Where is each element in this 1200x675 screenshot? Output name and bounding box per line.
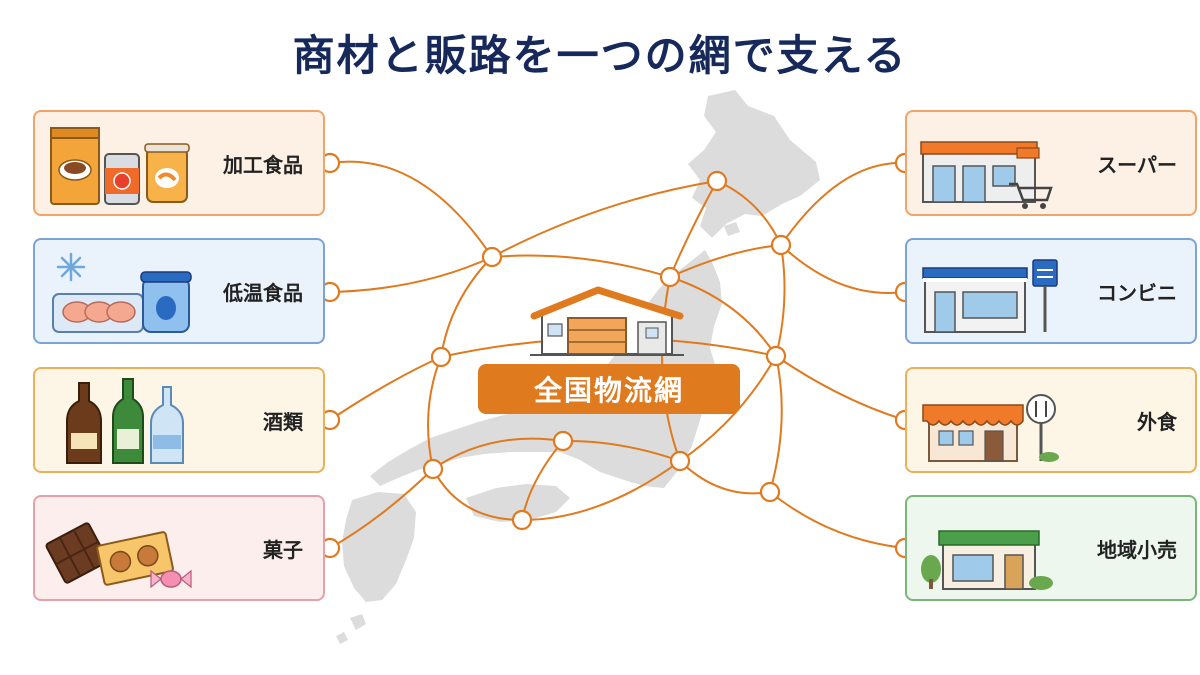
network-node (765, 345, 787, 367)
network-node (669, 450, 691, 472)
route-line (769, 491, 906, 549)
channel-card-convenience-store[interactable]: コンビニ (905, 238, 1197, 344)
product-card-sweets[interactable]: 菓子 (33, 495, 325, 601)
channel-label: コンビニ (1097, 280, 1177, 305)
route-line (780, 244, 906, 294)
route-line (432, 468, 523, 521)
route-line (679, 355, 777, 462)
channel-card-local-shop[interactable]: 地域小売 (905, 495, 1197, 601)
network-node (481, 246, 503, 268)
route-line (775, 355, 906, 421)
channel-card-supermarket[interactable]: スーパー (905, 110, 1197, 216)
island-shape (350, 614, 366, 630)
network-node (552, 430, 574, 452)
page-title: 商材と販路を一つの網で支える (292, 31, 908, 80)
supermarket-icon (920, 141, 1053, 209)
route-line (669, 244, 782, 278)
product-card-processed-food[interactable]: 加工食品 (33, 110, 325, 216)
route-line (775, 244, 786, 357)
alcohol-bottles-icon (66, 378, 184, 464)
route-line (329, 256, 493, 293)
route-line (432, 437, 564, 470)
restaurant-icon (922, 394, 1059, 462)
honshu-shape (370, 250, 722, 488)
channel-label: 地域小売 (1097, 537, 1177, 562)
shikoku-shape (466, 484, 570, 522)
network-node (759, 481, 781, 503)
product-label: 酒類 (263, 409, 303, 434)
network-node (511, 509, 533, 531)
network-node (430, 346, 452, 368)
product-label: 低温食品 (223, 280, 303, 305)
network-node (422, 458, 444, 480)
route-line (440, 256, 493, 358)
network-node (706, 170, 728, 192)
channel-label: スーパー (1097, 152, 1177, 177)
warehouse-icon (530, 286, 684, 356)
route-line (769, 355, 783, 493)
network-node (770, 234, 792, 256)
hub-label: 全国物流網 (478, 364, 740, 414)
japan-map (336, 90, 820, 644)
route-line (780, 161, 906, 246)
channel-card-restaurant[interactable]: 外食 (905, 367, 1197, 473)
frozen-food-icon (52, 252, 192, 333)
kyushu-shape (342, 492, 416, 602)
processed-food-icon (50, 127, 190, 205)
local-shop-icon (921, 530, 1053, 590)
island-shape (336, 632, 348, 644)
route-line (329, 356, 442, 421)
route-line (491, 180, 718, 258)
network-node (659, 266, 681, 288)
convenience-store-icon (922, 259, 1058, 333)
product-label: 菓子 (263, 537, 303, 562)
channel-label: 外食 (1137, 409, 1177, 434)
product-label: 加工食品 (223, 152, 303, 177)
island-shape (724, 222, 740, 236)
route-line (669, 180, 718, 278)
route-line (521, 460, 681, 521)
route-line (562, 439, 681, 462)
product-card-frozen-food[interactable]: 低温食品 (33, 238, 325, 344)
route-line (491, 254, 671, 278)
hokkaido-shape (688, 90, 820, 238)
route-line (679, 460, 771, 495)
route-line (669, 276, 777, 357)
route-line (427, 356, 442, 470)
route-line (329, 160, 493, 258)
route-line (329, 468, 434, 549)
sweets-icon (45, 522, 192, 589)
product-card-alcohol[interactable]: 酒類 (33, 367, 325, 473)
